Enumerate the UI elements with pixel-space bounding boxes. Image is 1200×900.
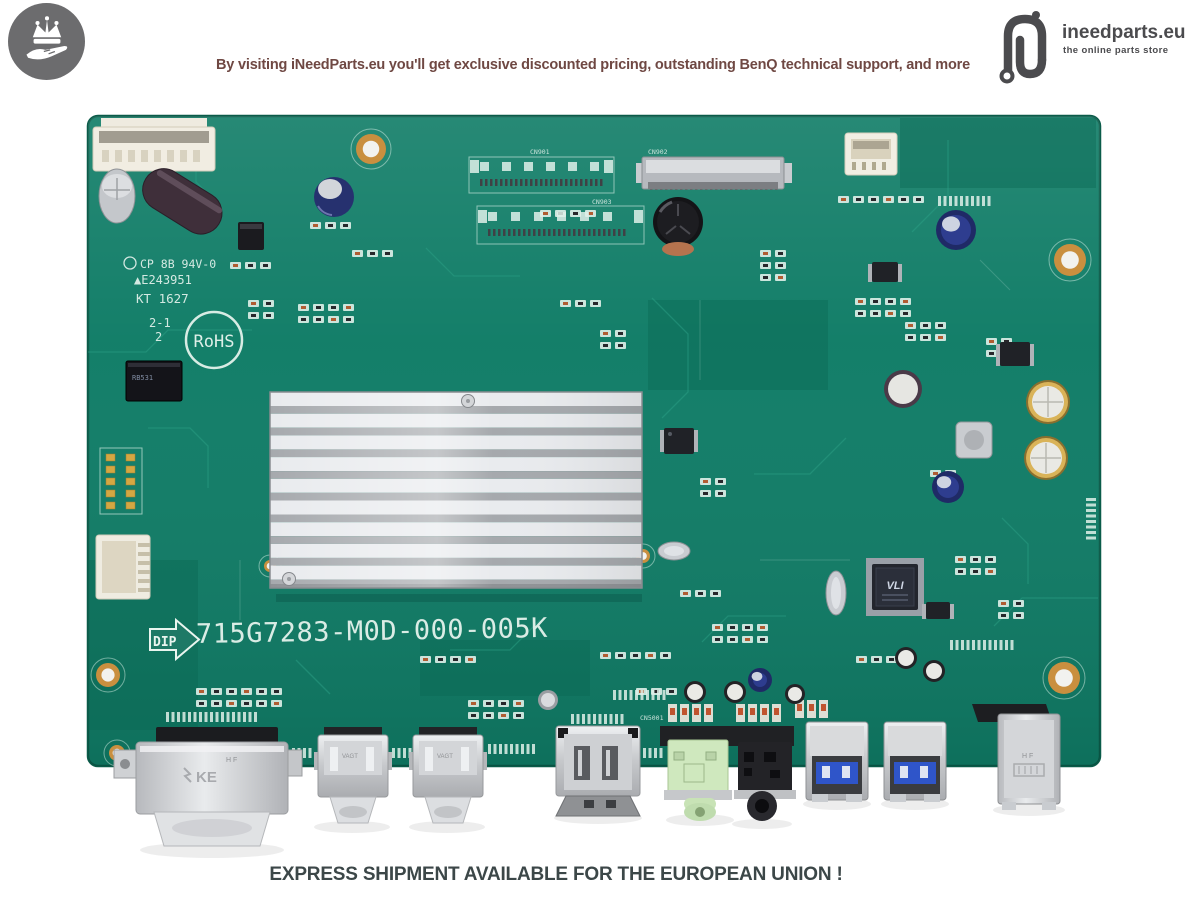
crystal-oscillators: [657, 541, 847, 616]
hdmi1-stamp: VAGT: [342, 754, 358, 760]
heatsink: [269, 391, 643, 602]
round-capacitors: [538, 210, 1070, 710]
date-code-text: KT 1627: [136, 291, 189, 306]
promo-banner-text: By visiting iNeedParts.eu you'll get exc…: [216, 57, 970, 73]
audio-jack-black: [734, 742, 796, 821]
dvi-connector: H F KE: [113, 727, 303, 847]
dvi-ke-stamp: KE: [196, 769, 217, 786]
brand-tagline: the online parts store: [1063, 45, 1169, 56]
dip-text: DIP: [153, 635, 177, 650]
power-inductor: [955, 421, 993, 459]
cn902-label: CN902: [648, 148, 668, 156]
displayport-connector: CN5001: [555, 714, 664, 817]
rev-bottom-text: 2: [155, 330, 162, 344]
electrolytic-capacitors-top-left: [98, 168, 354, 250]
vli-logo: VLI: [886, 580, 904, 592]
board-part-number: 715G7283-M0D-000-005K: [196, 613, 549, 650]
dvi-hf-stamp: H F: [226, 757, 237, 764]
crown-hand-badge: [8, 3, 85, 80]
relay-label: RB531: [132, 374, 153, 382]
left-edge-connectors: [95, 447, 151, 600]
lvds-footprint-cn901: CN901: [468, 148, 615, 194]
usb3-port-2: [883, 721, 947, 802]
pcb-traces: [88, 136, 1098, 695]
power-connector-top-left: [92, 118, 216, 172]
rohs-text: RoHS: [194, 332, 235, 352]
large-black-capacitor: [653, 197, 703, 256]
lvds-footprint-cn903: CN903: [476, 198, 645, 245]
shipping-banner: EXPRESS SHIPMENT AVAILABLE FOR THE EUROP…: [269, 864, 843, 885]
hdmi-connector-1: VAGT: [314, 727, 392, 824]
copper-pour-shading: [88, 118, 1096, 730]
usb-b-upstream-port: H F: [972, 704, 1061, 810]
certification-markings: CP 8B 94V-0 ▲E243951 KT 1627 2-1 2: [123, 256, 216, 344]
rev-top-text: 2-1: [149, 316, 171, 330]
cn5001-label: CN5001: [640, 714, 664, 722]
header-connector-top-right: [844, 132, 898, 176]
brand-n-icon: [999, 11, 1047, 84]
smd-components: [196, 196, 1024, 722]
hdmi-connector-2: VAGT: [409, 727, 487, 824]
dip-arrow-marking: DIP: [149, 617, 201, 662]
relay-component: RB531: [125, 360, 183, 402]
vli-usb-controller-chip: VLI: [866, 558, 924, 616]
audio-jack-green: [664, 739, 732, 821]
rohs-stamp: RoHS: [184, 310, 244, 370]
ul-rating-text: CP 8B 94V-0: [140, 257, 216, 271]
lvds-connector-cn902: CN902: [636, 148, 792, 190]
ul-file-text: ▲E243951: [134, 273, 192, 287]
crown-hand-icon: [25, 15, 67, 59]
brand-logo: ineedparts.eu the online parts store: [996, 6, 1196, 86]
brand-wordmark: ineedparts.eu: [1062, 22, 1186, 43]
soic-chips: [660, 262, 1034, 619]
heatsink-screws: [282, 394, 475, 586]
hdmi2-stamp: VAGT: [437, 754, 453, 760]
usb-b-hf-stamp: H F: [1022, 753, 1033, 760]
cn903-label: CN903: [592, 198, 612, 206]
usb3-port-1: [805, 721, 869, 802]
cn901-label: CN901: [530, 148, 550, 156]
